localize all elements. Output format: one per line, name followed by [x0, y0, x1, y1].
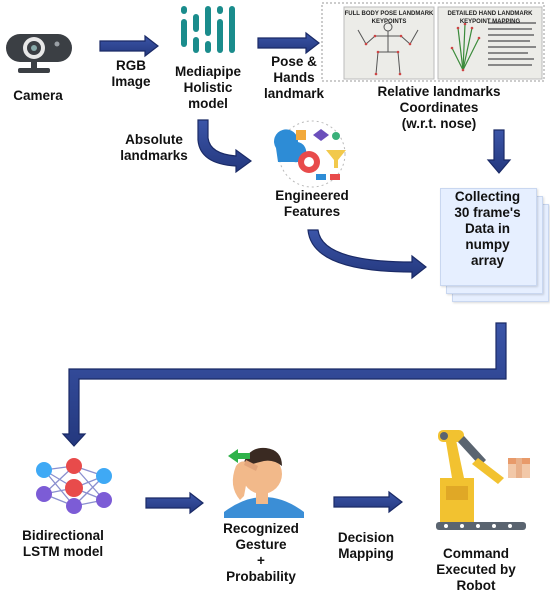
arrow-features-to-collecting [307, 229, 427, 280]
arrow-panels-to-collecting [486, 129, 512, 174]
engineered-features-label: Engineered Features [275, 188, 349, 219]
rgb-image-label: RGB Image [111, 58, 151, 89]
pose-panel-title: FULL BODY POSE LANDMARK KEYPOINTS [344, 11, 434, 25]
engineered-features-icon [274, 120, 346, 188]
arrow-mediapipe-to-panels [257, 31, 320, 55]
arrow-lstm-to-gesture [145, 491, 204, 515]
arrow-mediapipe-to-features [197, 119, 253, 174]
recognized-gesture-label: Recognized Gesture + Probability [223, 521, 299, 584]
collecting-label: Collecting 30 frame's Data in numpy arra… [454, 189, 521, 268]
absolute-landmarks-label: Absolute landmarks [120, 132, 188, 163]
hand-panel-title: DETAILED HAND LANDMARK KEYPOINT MAPPING [447, 11, 533, 25]
pose-hands-label: Pose & Hands landmark [263, 54, 325, 101]
mediapipe-logo-icon [181, 6, 235, 53]
lstm-label: Bidirectional LSTM model [22, 528, 104, 559]
stack-front [440, 188, 537, 286]
robot-arm-icon [436, 430, 530, 530]
landmark-panel [321, 2, 545, 82]
arrow-camera-to-mediapipe [99, 34, 159, 58]
gesture-person-icon [224, 447, 304, 518]
command-label: Command Executed by Robot [436, 546, 516, 593]
mediapipe-label: Mediapipe Holistic model [174, 64, 241, 111]
arrow-gesture-to-robot [333, 490, 403, 514]
relative-landmarks-label: Relative landmarks Coordinates (w.r.t. n… [377, 84, 501, 131]
decision-mapping-label: Decision Mapping [337, 530, 395, 561]
camera-label: Camera [13, 88, 63, 103]
neural-network-icon [36, 458, 112, 514]
camera-icon [6, 34, 72, 73]
arrow-collecting-to-lstm [61, 322, 507, 447]
